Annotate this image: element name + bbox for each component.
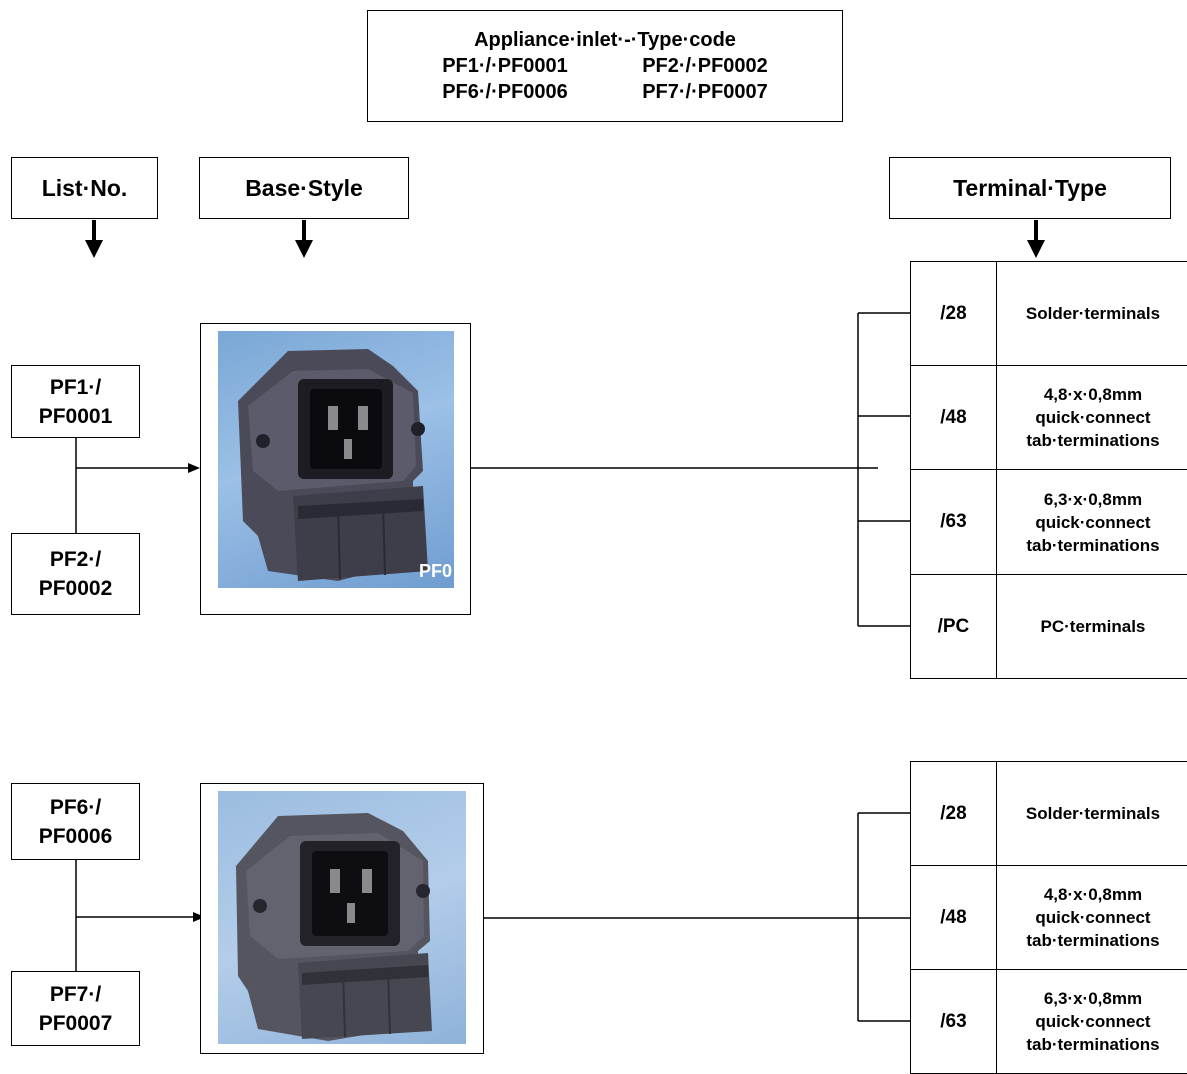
appliance-inlet-photo xyxy=(218,791,466,1044)
appliance-inlet-drawing xyxy=(218,331,454,588)
terminal-desc-line: quick·connect xyxy=(997,406,1187,429)
terminal-desc-line: tab·terminations xyxy=(997,1033,1187,1056)
terminal-table-1: /28 Solder·terminals /48 4,8·x·0,8mm qui… xyxy=(910,261,1187,679)
list-item-line2: PF0006 xyxy=(39,822,113,851)
base-style-image-frame-1: PF0 xyxy=(200,323,471,615)
terminal-code: /63 xyxy=(911,470,997,575)
list-no-header: List·No. xyxy=(11,157,158,219)
terminal-code: /48 xyxy=(911,366,997,470)
list-item-pf1: PF1·/ PF0001 xyxy=(11,365,140,438)
terminal-desc-line: 6,3·x·0,8mm xyxy=(997,488,1187,511)
terminal-desc: 6,3·x·0,8mm quick·connect tab·terminatio… xyxy=(996,470,1187,575)
image-label: PF0 xyxy=(419,561,452,582)
table-row: /63 6,3·x·0,8mm quick·connect tab·termin… xyxy=(911,970,1187,1074)
terminal-desc-line: 4,8·x·0,8mm xyxy=(997,383,1187,406)
terminal-code: /28 xyxy=(911,762,997,866)
terminal-code: /PC xyxy=(911,575,997,679)
type-code: PF1·/·PF0001 xyxy=(405,53,605,79)
terminal-desc-line: 4,8·x·0,8mm xyxy=(997,883,1187,906)
base-style-header: Base·Style xyxy=(199,157,409,219)
terminal-desc-line: quick·connect xyxy=(997,1010,1187,1033)
appliance-inlet-drawing xyxy=(218,791,466,1044)
base-style-image-frame-2 xyxy=(200,783,484,1054)
terminal-desc: PC·terminals xyxy=(996,575,1187,679)
terminal-desc: 6,3·x·0,8mm quick·connect tab·terminatio… xyxy=(996,970,1187,1074)
table-row: /48 4,8·x·0,8mm quick·connect tab·termin… xyxy=(911,866,1187,970)
appliance-inlet-photo: PF0 xyxy=(218,331,454,588)
list-item-line2: PF0007 xyxy=(39,1009,113,1038)
table-row: /48 4,8·x·0,8mm quick·connect tab·termin… xyxy=(911,366,1187,470)
terminal-desc-line: tab·terminations xyxy=(997,534,1187,557)
title-heading: Appliance·inlet·-·Type·code xyxy=(474,27,736,53)
list-item-pf7: PF7·/ PF0007 xyxy=(11,971,140,1046)
terminal-desc: 4,8·x·0,8mm quick·connect tab·terminatio… xyxy=(996,866,1187,970)
list-item-line1: PF6·/ xyxy=(50,793,101,822)
terminal-desc-line: Solder·terminals xyxy=(997,302,1187,325)
terminal-desc: 4,8·x·0,8mm quick·connect tab·terminatio… xyxy=(996,366,1187,470)
type-code-title-box: Appliance·inlet·-·Type·code PF1·/·PF0001… xyxy=(367,10,843,122)
type-code: PF2·/·PF0002 xyxy=(605,53,805,79)
table-row: /28 Solder·terminals xyxy=(911,762,1187,866)
terminal-code: /63 xyxy=(911,970,997,1074)
list-item-line2: PF0001 xyxy=(39,402,113,431)
terminal-desc-line: PC·terminals xyxy=(997,615,1187,638)
type-code: PF7·/·PF0007 xyxy=(605,79,805,105)
table-row: /PC PC·terminals xyxy=(911,575,1187,679)
terminal-desc-line: Solder·terminals xyxy=(997,802,1187,825)
list-item-pf6: PF6·/ PF0006 xyxy=(11,783,140,860)
terminal-type-header: Terminal·Type xyxy=(889,157,1171,219)
terminal-type-label: Terminal·Type xyxy=(953,175,1107,202)
terminal-table-2: /28 Solder·terminals /48 4,8·x·0,8mm qui… xyxy=(910,761,1187,1074)
terminal-desc: Solder·terminals xyxy=(996,762,1187,866)
terminal-code: /28 xyxy=(911,262,997,366)
list-item-line1: PF1·/ xyxy=(50,373,101,402)
list-item-line1: PF2·/ xyxy=(50,545,101,574)
terminal-desc-line: 6,3·x·0,8mm xyxy=(997,987,1187,1010)
list-item-line2: PF0002 xyxy=(39,574,113,603)
type-code-grid: PF1·/·PF0001 PF2·/·PF0002 PF6·/·PF0006 P… xyxy=(405,53,805,105)
terminal-desc-line: quick·connect xyxy=(997,511,1187,534)
terminal-desc-line: tab·terminations xyxy=(997,429,1187,452)
terminal-desc-line: quick·connect xyxy=(997,906,1187,929)
list-item-line1: PF7·/ xyxy=(50,980,101,1009)
header-arrows xyxy=(85,220,1045,258)
terminal-desc-line: tab·terminations xyxy=(997,929,1187,952)
list-item-pf2: PF2·/ PF0002 xyxy=(11,533,140,615)
list-no-label: List·No. xyxy=(42,175,128,202)
terminal-desc: Solder·terminals xyxy=(996,262,1187,366)
table-row: /28 Solder·terminals xyxy=(911,262,1187,366)
terminal-code: /48 xyxy=(911,866,997,970)
table-row: /63 6,3·x·0,8mm quick·connect tab·termin… xyxy=(911,470,1187,575)
type-code: PF6·/·PF0006 xyxy=(405,79,605,105)
base-style-label: Base·Style xyxy=(245,175,363,202)
